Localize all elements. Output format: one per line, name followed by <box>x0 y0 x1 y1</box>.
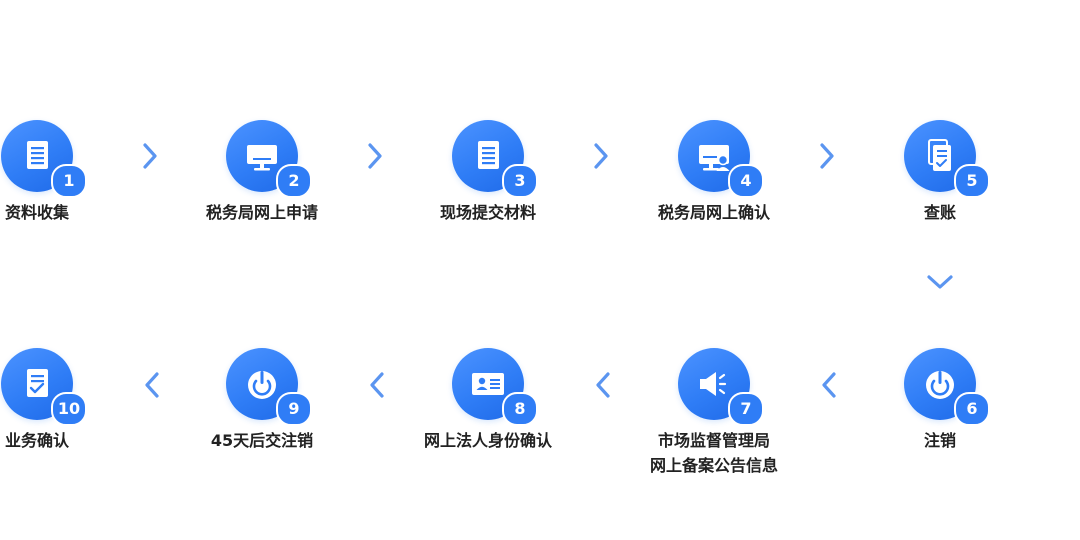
step-9-badge: 9 <box>276 392 312 426</box>
step-1-circle <box>1 120 73 192</box>
step-6-label: 注销 <box>923 431 956 450</box>
step-10-label: 业务确认 <box>4 431 69 450</box>
step-7-label-line2: 网上备案公告信息 <box>649 456 778 475</box>
step-1-badge: 1 <box>51 164 87 198</box>
arrow-left-icon <box>822 372 836 398</box>
id-card-icon <box>472 373 504 395</box>
step-7-badge: 7 <box>728 392 764 426</box>
document-check-icon <box>27 369 48 397</box>
megaphone-icon <box>700 372 727 396</box>
arrow-right-icon <box>143 143 157 169</box>
step-3-label: 现场提交材料 <box>439 203 536 222</box>
step-3-badge: 3 <box>502 164 538 198</box>
monitor-icon <box>247 145 277 171</box>
step-9-circle <box>226 348 298 420</box>
arrow-left-icon <box>370 372 384 398</box>
document-icon <box>478 141 499 169</box>
monitor-user-icon <box>699 145 730 171</box>
power-icon <box>926 371 954 399</box>
arrow-left-icon <box>145 372 159 398</box>
arrow-right-icon <box>594 143 608 169</box>
step-4-badge: 4 <box>728 164 764 198</box>
step-10-badge: 10 <box>51 392 87 426</box>
arrow-right-icon <box>368 143 382 169</box>
step-4-label: 税务局网上确认 <box>657 203 770 222</box>
arrow-down-icon <box>927 275 953 289</box>
step-8-badge: 8 <box>502 392 538 426</box>
step-8-label: 网上法人身份确认 <box>423 431 552 450</box>
step-1-label: 资料收集 <box>4 203 69 222</box>
step-5-label: 查账 <box>923 203 956 222</box>
arrow-right-icon <box>820 143 834 169</box>
step-2-badge: 2 <box>276 164 312 198</box>
step-2-label: 税务局网上申请 <box>205 203 318 222</box>
power-icon <box>248 371 276 399</box>
step-7-label-line1: 市场监督管理局 <box>657 431 770 450</box>
arrow-left-icon <box>596 372 610 398</box>
stacked-documents-icon <box>928 139 951 171</box>
step-6-badge: 6 <box>954 392 990 426</box>
step-2-circle <box>226 120 298 192</box>
step-9-label: 45天后交注销 <box>210 431 314 450</box>
document-icon <box>27 141 48 169</box>
step-5-badge: 5 <box>954 164 990 198</box>
